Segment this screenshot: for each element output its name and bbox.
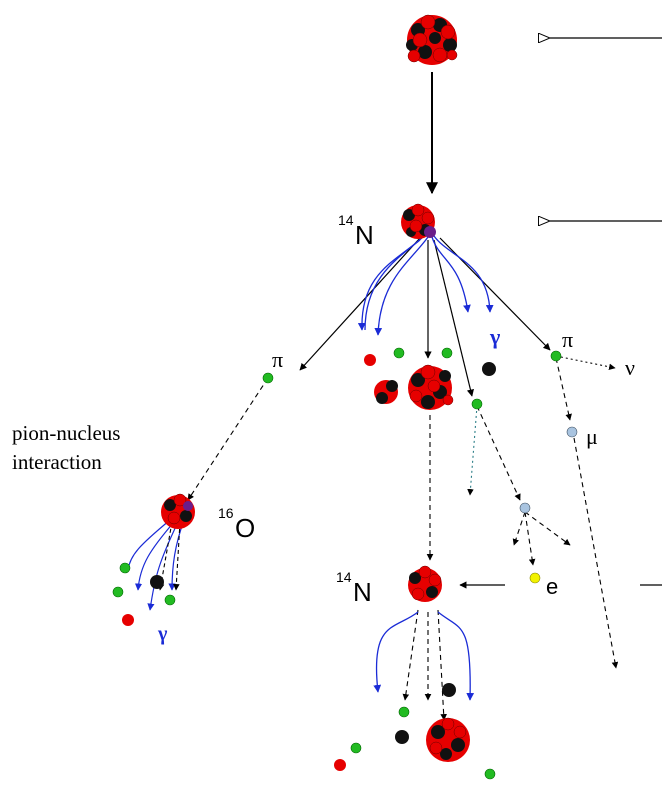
- proton-particle: [364, 354, 376, 366]
- pion-right-particle: [550, 350, 562, 362]
- o16-mass-number: 16: [218, 505, 234, 521]
- neutrino-label: ν: [625, 355, 635, 380]
- n14-bottom-nucleus: [408, 565, 442, 602]
- n14-top-mass-number: 14: [338, 212, 354, 228]
- pion-nucleus-line1: pion-nucleus: [12, 421, 120, 445]
- pion-left-particle: [262, 372, 274, 384]
- fragment-cluster-mid: [374, 364, 454, 410]
- primary-nucleus: [406, 14, 458, 65]
- o16-label: O: [235, 513, 255, 543]
- electron-label: e: [546, 574, 558, 599]
- fragment-cluster-bottom: [426, 717, 470, 762]
- pion-nucleus-line2: interaction: [12, 450, 102, 474]
- incoming-arrows: [459, 38, 662, 589]
- muon-label: μ: [586, 424, 598, 449]
- electron-particle: [529, 572, 541, 584]
- pion-right-label: π: [562, 327, 573, 352]
- gamma-top-label: γ: [489, 324, 500, 349]
- gamma-curves-bottom: [373, 611, 475, 701]
- o16-nucleus: [161, 493, 195, 529]
- pion-left-label: π: [272, 347, 283, 372]
- n14-top-label: N: [355, 220, 374, 250]
- dashed-tracks: [187, 357, 619, 721]
- n14-bottom-label: N: [353, 577, 372, 607]
- particles: [112, 347, 578, 780]
- muon-particle: [566, 426, 578, 438]
- n14-bottom-mass-number: 14: [336, 569, 352, 585]
- labels: 14 N π π γ ν μ pion-nucleus interaction …: [12, 212, 635, 645]
- gamma-curves-o16: [127, 519, 185, 611]
- gamma-left-label: γ: [157, 623, 168, 645]
- gamma-curves-top: [357, 234, 494, 336]
- n14-top-nucleus: [401, 203, 436, 239]
- dotted-tracks: [467, 355, 616, 496]
